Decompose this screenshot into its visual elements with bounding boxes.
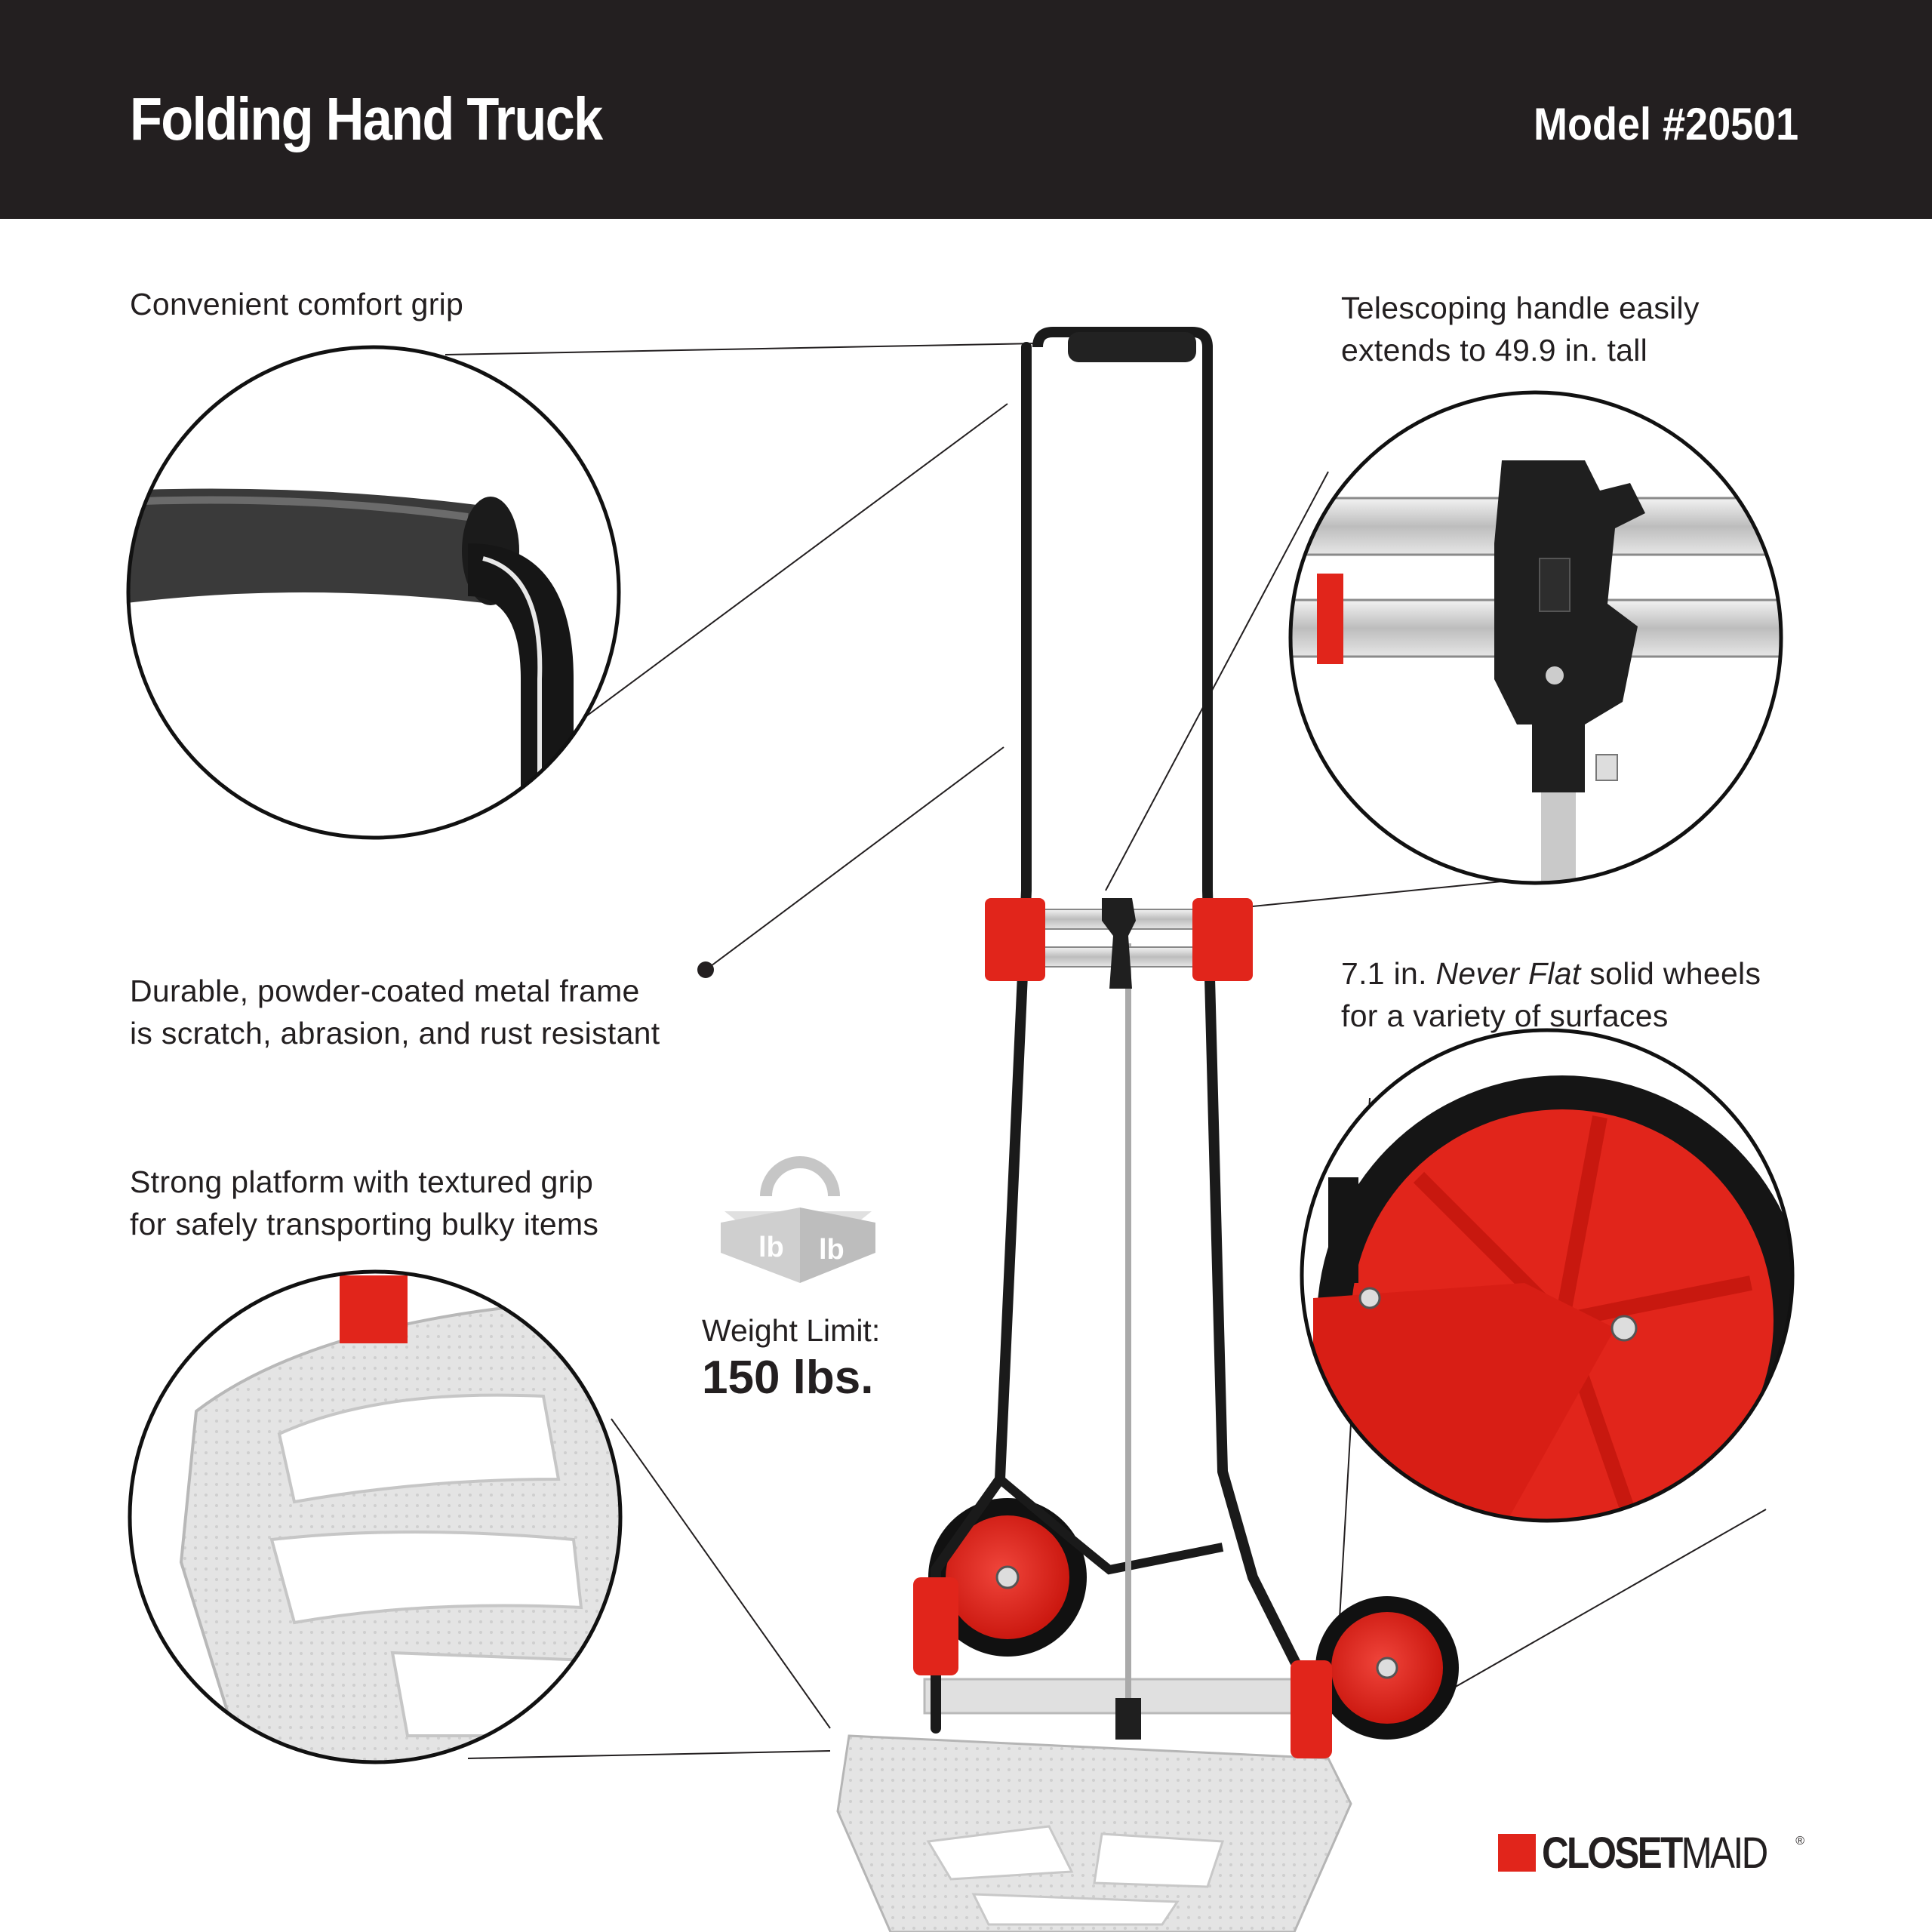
weight-limit-label: Weight Limit: (702, 1313, 881, 1348)
callout-line: for safely transporting bulky items (130, 1207, 599, 1241)
callout-platform: Strong platform with textured grip for s… (130, 1161, 598, 1245)
callout-line: 7.1 in. Never Flat solid wheels (1341, 952, 1761, 995)
header-bar: Folding Hand Truck Model #20501 (0, 0, 1932, 219)
brand-logo: CLOSETMAID ® (1498, 1826, 1804, 1879)
callout-line: extends to 49.9 in. tall (1341, 333, 1648, 368)
callout-line: Durable, powder-coated metal frame (130, 974, 640, 1008)
callout-comfort-grip: Convenient comfort grip (130, 283, 463, 325)
weight-icon-label-left: lb (758, 1232, 784, 1263)
model-number: Model #20501 (1533, 99, 1798, 149)
brand-wordmark: CLOSETMAID (1542, 1828, 1768, 1878)
page-title: Folding Hand Truck (130, 85, 603, 152)
frame-callout-dot (697, 961, 714, 978)
brand-square-icon (1498, 1834, 1536, 1872)
callout-solid-wheels: 7.1 in. Never Flat solid wheels for a va… (1341, 952, 1761, 1037)
handle-detail-circle (1288, 390, 1783, 885)
wheel-detail-circle (1300, 1028, 1795, 1523)
callout-line: Telescoping handle easily (1341, 291, 1700, 325)
weight-icon: lb lb (721, 1156, 875, 1283)
weight-icon-label-right: lb (819, 1234, 844, 1266)
registered-mark: ® (1795, 1835, 1805, 1847)
callout-line: Strong platform with textured grip (130, 1164, 594, 1199)
wheels-type: solid wheels (1589, 956, 1761, 991)
hand-truck (836, 327, 1459, 1932)
weight-limit-value: 150 lbs. (702, 1352, 874, 1404)
callout-line: for a variety of surfaces (1341, 998, 1669, 1033)
callout-line: Convenient comfort grip (130, 287, 464, 321)
platform-detail-circle (128, 1269, 623, 1764)
callout-line: is scratch, abrasion, and rust resistant (130, 1016, 660, 1051)
wheels-brand: Never Flat (1435, 956, 1581, 991)
wheels-size: 7.1 in. (1341, 956, 1427, 991)
grip-detail-circle (126, 345, 621, 840)
callout-telescoping-handle: Telescoping handle easily extends to 49.… (1341, 287, 1700, 371)
leader-lines (445, 343, 1767, 1759)
callout-metal-frame: Durable, powder-coated metal frame is sc… (130, 970, 660, 1054)
